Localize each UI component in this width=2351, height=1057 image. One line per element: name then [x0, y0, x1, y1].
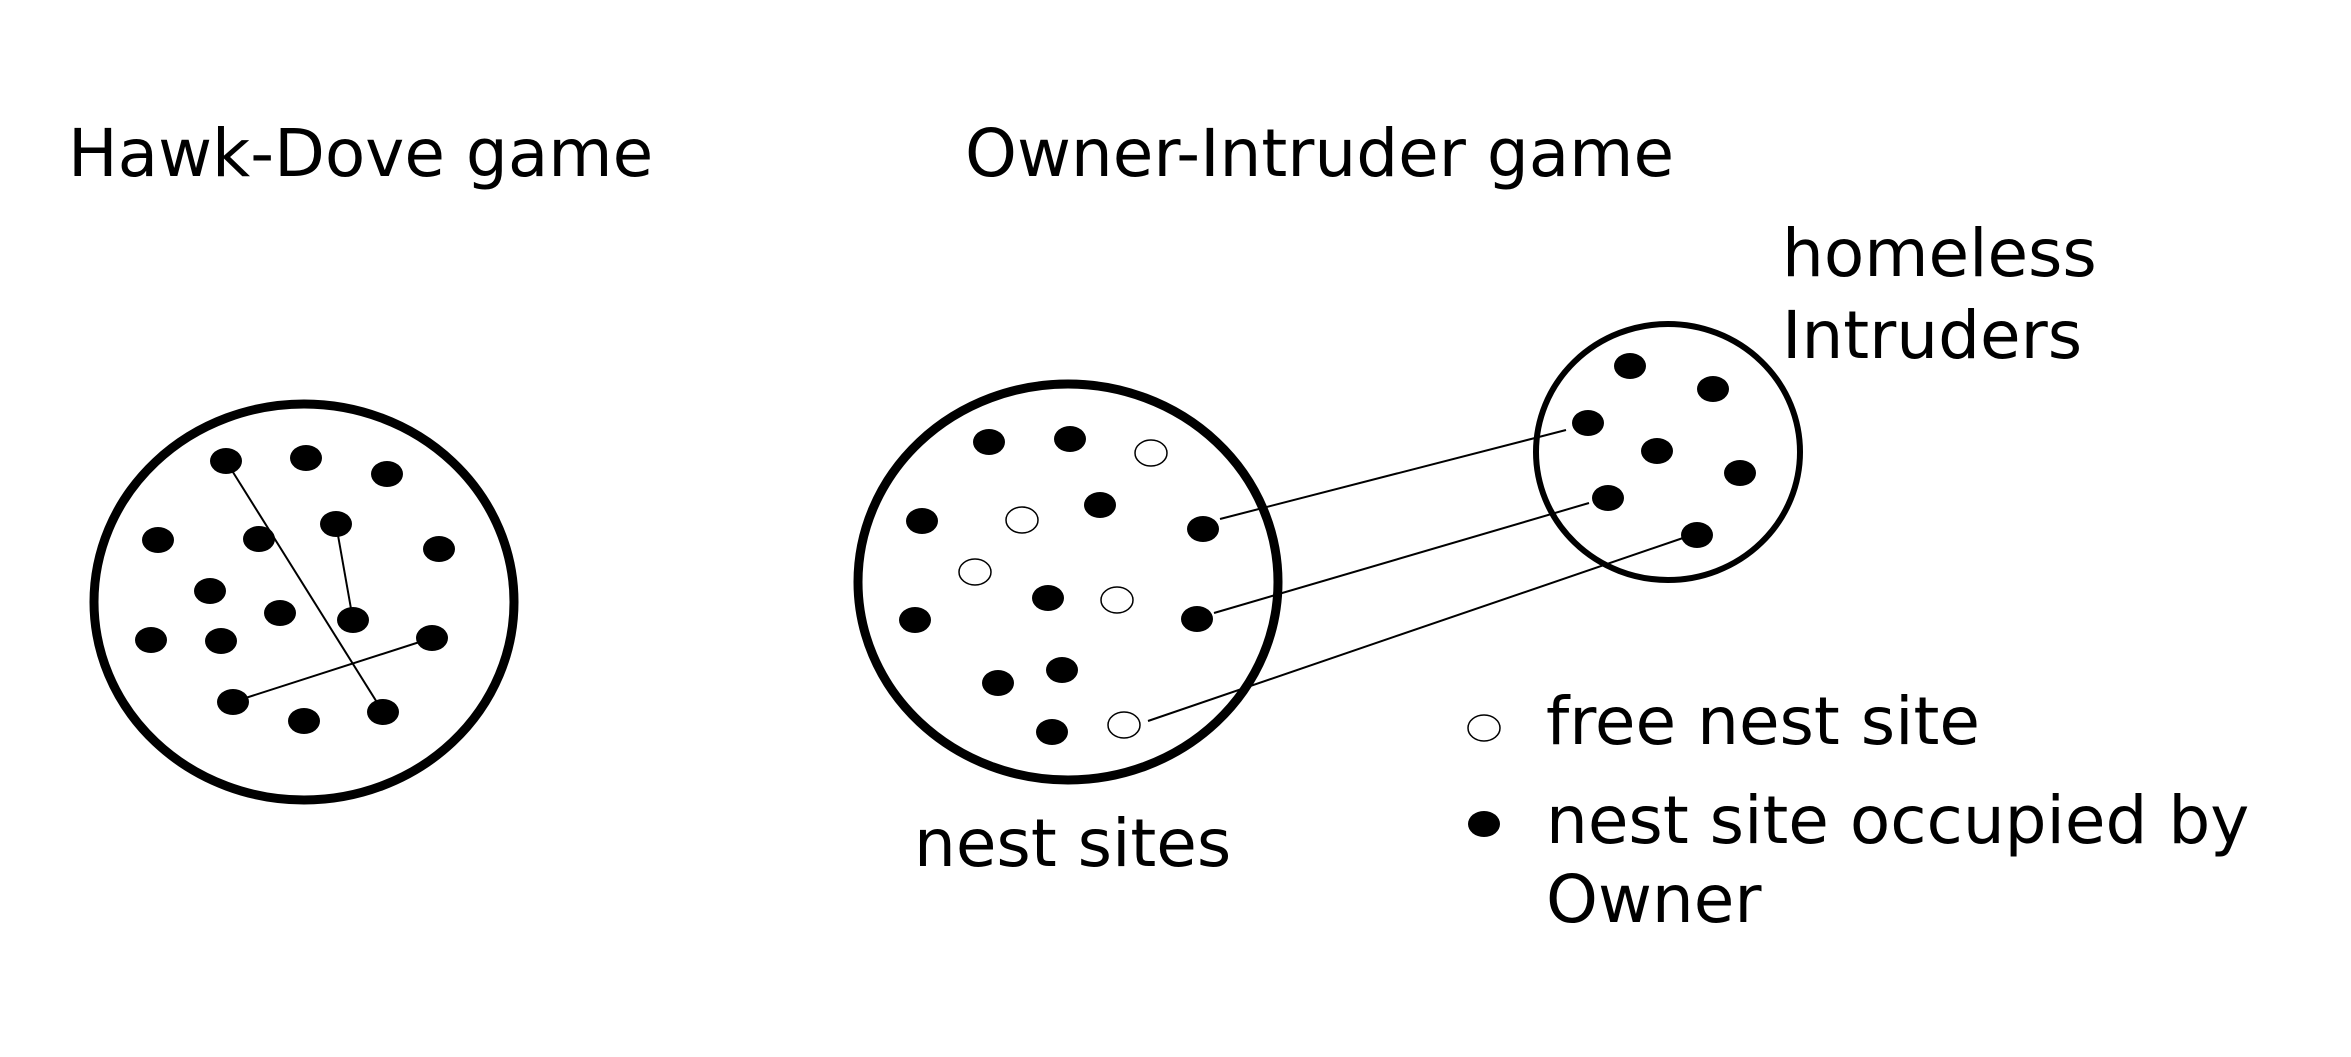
individual-dot — [205, 628, 237, 654]
free-nest-dot — [1134, 439, 1168, 467]
individual-dot — [320, 511, 352, 537]
connection-line — [1219, 429, 1567, 520]
free-nest-sites — [958, 439, 1168, 739]
occupied-nest-dot — [1046, 657, 1078, 683]
free-nest-dot — [1100, 586, 1134, 614]
individual-dot — [135, 627, 167, 653]
intruder-dot — [1592, 485, 1624, 511]
nest-sites-population — [853, 379, 1283, 785]
individual-dot — [416, 625, 448, 651]
legend-free-label: free nest site — [1546, 683, 1980, 760]
homeless-label-line2: Intruders — [1782, 297, 2082, 374]
occupied-nest-dot — [1036, 719, 1068, 745]
intruder-dot — [1572, 410, 1604, 436]
free-nest-dot — [958, 558, 992, 586]
free-nest-dot — [1005, 506, 1039, 534]
intruder-individuals — [1572, 353, 1756, 548]
individual-dot — [217, 689, 249, 715]
occupied-nest-sites — [899, 426, 1219, 745]
intruder-connection-lines — [1147, 429, 1684, 722]
hawk-dove-title: Hawk-Dove game — [68, 115, 653, 192]
individual-dot — [288, 708, 320, 734]
hawk-dove-pairing-lines — [225, 460, 433, 713]
individual-dot — [367, 699, 399, 725]
occupied-nest-dot — [982, 670, 1014, 696]
individual-dot — [243, 526, 275, 552]
occupied-nest-dot — [1054, 426, 1086, 452]
individual-dot — [423, 536, 455, 562]
homeless-label-line1: homeless — [1782, 215, 2097, 292]
intruder-dot — [1697, 376, 1729, 402]
legend-occupied-label-line1: nest site occupied by — [1546, 782, 2249, 859]
free-nest-dot — [1107, 711, 1141, 739]
occupied-nest-dot — [973, 429, 1005, 455]
legend-occupied-nest-icon — [1468, 811, 1500, 837]
occupied-nest-dot — [1187, 516, 1219, 542]
homeless-intruders-population — [1533, 321, 1803, 583]
hawk-dove-individuals — [135, 445, 455, 734]
individual-dot — [142, 527, 174, 553]
owner-intruder-title: Owner-Intruder game — [965, 115, 1674, 192]
intruder-dot — [1724, 460, 1756, 486]
occupied-nest-dot — [1032, 585, 1064, 611]
individual-dot — [210, 448, 242, 474]
occupied-nest-dot — [1084, 492, 1116, 518]
legend: free nest site nest site occupied by Own… — [1467, 683, 2249, 938]
occupied-nest-dot — [899, 607, 931, 633]
pairing-line — [335, 523, 354, 621]
intruder-dot — [1681, 522, 1713, 548]
hawk-dove-circle — [89, 399, 519, 805]
nest-sites-label: nest sites — [914, 805, 1231, 882]
intruder-dot — [1614, 353, 1646, 379]
pairing-line — [232, 637, 433, 703]
legend-occupied-label-line2: Owner — [1546, 861, 1762, 938]
individual-dot — [371, 461, 403, 487]
individual-dot — [194, 578, 226, 604]
connection-line — [1147, 537, 1684, 722]
occupied-nest-dot — [906, 508, 938, 534]
nest-sites-circle — [853, 379, 1283, 785]
intruders-circle — [1533, 321, 1803, 583]
pairing-line — [225, 460, 384, 713]
individual-dot — [337, 607, 369, 633]
hawk-dove-population — [89, 399, 519, 805]
individual-dot — [264, 600, 296, 626]
individual-dot — [290, 445, 322, 471]
intruder-dot — [1641, 438, 1673, 464]
occupied-nest-dot — [1181, 606, 1213, 632]
legend-free-nest-icon — [1467, 714, 1501, 742]
